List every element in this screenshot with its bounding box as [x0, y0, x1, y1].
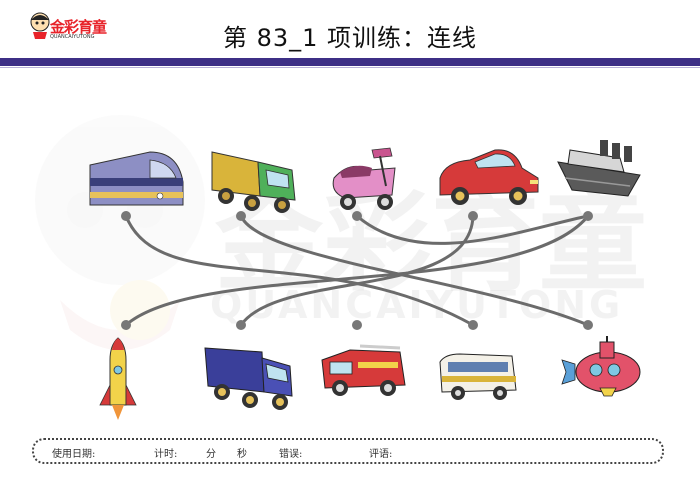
time-label: 计时:: [154, 449, 178, 460]
minute-label: 分: [206, 449, 216, 460]
car-icon: [439, 149, 539, 205]
header-divider: [0, 67, 700, 68]
rocket-icon: [99, 337, 137, 420]
armored-van-icon: [204, 347, 293, 410]
connector-dot-top-3[interactable]: [352, 211, 362, 221]
truck-icon: [211, 151, 296, 213]
connector-dot-bottom-3[interactable]: [352, 320, 362, 330]
second-label: 秒: [237, 449, 247, 460]
connector-dot-top-2[interactable]: [236, 211, 246, 221]
fire-truck-icon: [321, 344, 406, 396]
bus-icon: [439, 353, 517, 400]
mascot-icon: [30, 12, 50, 39]
date-label: 使用日期:: [52, 449, 96, 460]
footer-record: 使用日期: 计时: 分 秒 错误: 评语:: [32, 438, 664, 464]
connector-dot-top-5[interactable]: [583, 211, 593, 221]
connector-dot-bottom-1[interactable]: [121, 320, 131, 330]
connector-dot-top-4[interactable]: [468, 211, 478, 221]
logo-text: 金彩育童: [50, 18, 107, 36]
rating-label: 评语:: [369, 449, 393, 460]
connector-dot-top-1[interactable]: [121, 211, 131, 221]
brand-logo: 金彩育童 QUANCAIYUTONG: [28, 12, 108, 42]
connector-line-2: [239, 214, 590, 327]
ship-icon: [557, 140, 641, 197]
connector-dot-bottom-4[interactable]: [468, 320, 478, 330]
connector-dot-bottom-2[interactable]: [236, 320, 246, 330]
scooter-icon: [332, 147, 396, 210]
connector-line-3: [355, 214, 590, 245]
bullet-train-icon: [89, 151, 184, 206]
connector-line-1: [124, 214, 475, 327]
watermark-sub: QUANCAIYUTONG: [210, 283, 623, 327]
page-title: 第 83_1 项训练：连线: [222, 24, 478, 52]
submarine-icon: [561, 336, 641, 397]
connector-line-4: [239, 214, 475, 327]
connector-dot-bottom-5[interactable]: [583, 320, 593, 330]
header-bar: [0, 58, 700, 66]
connector-line-5: [124, 214, 590, 327]
logo-subtext: QUANCAIYUTONG: [50, 34, 95, 40]
error-label: 错误:: [279, 449, 303, 460]
